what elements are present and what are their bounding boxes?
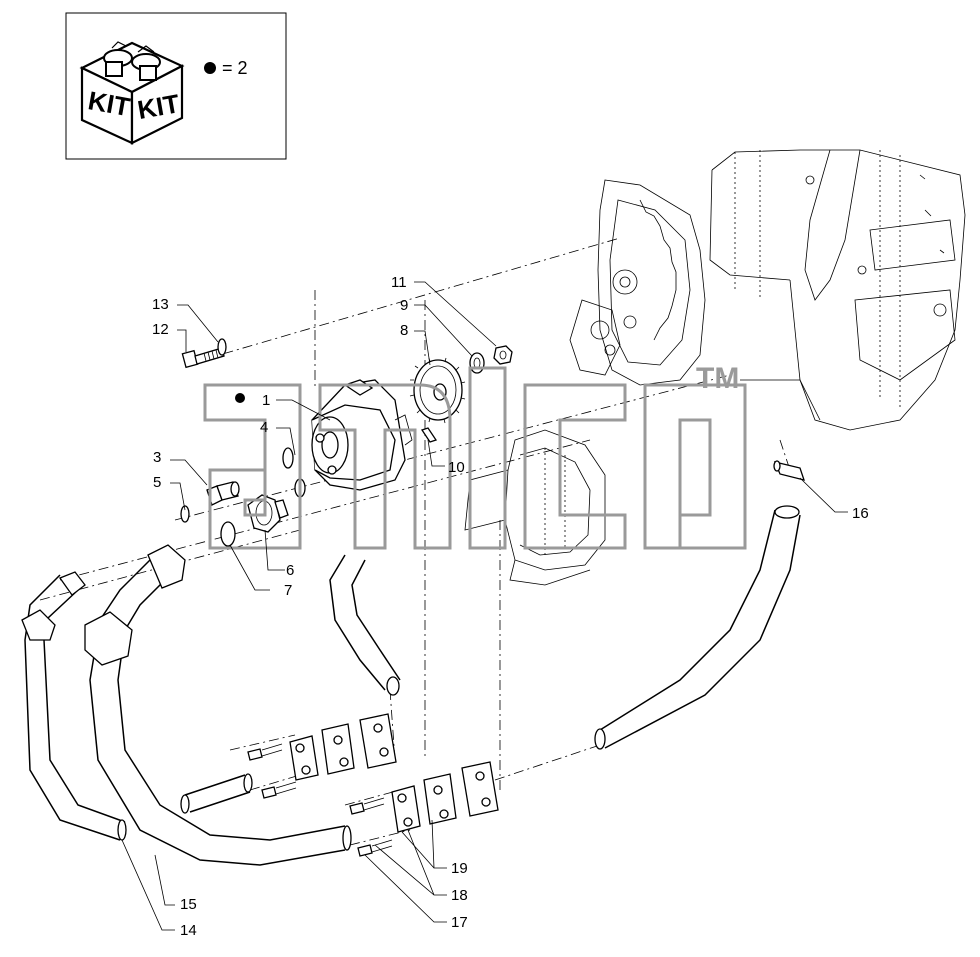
clamp-set-upper bbox=[247, 713, 397, 799]
callout-14: 14 bbox=[180, 922, 197, 939]
kit-label-left: KIT bbox=[86, 85, 133, 122]
callout-13: 13 bbox=[152, 296, 169, 313]
callout-15: 15 bbox=[180, 896, 197, 913]
hydraulic-pump-1 bbox=[311, 379, 413, 491]
watermark-trademark: TM bbox=[696, 362, 739, 395]
kit-legend-box: KIT KIT = 2 bbox=[65, 12, 287, 160]
callout-3: 3 bbox=[153, 449, 161, 466]
callout-12: 12 bbox=[152, 321, 169, 338]
callout-18: 18 bbox=[451, 887, 468, 904]
nut-11 bbox=[493, 345, 513, 365]
hose-15 bbox=[84, 544, 352, 866]
callout-8: 8 bbox=[400, 322, 408, 339]
callout-17: 17 bbox=[451, 914, 468, 931]
kit-quantity: = 2 bbox=[222, 58, 248, 78]
connector-16 bbox=[773, 460, 805, 481]
kit-label-right: KIT bbox=[135, 88, 182, 125]
fitting-3 bbox=[206, 481, 240, 506]
callout-11: 11 bbox=[391, 274, 407, 291]
leader-lines bbox=[121, 281, 848, 931]
tube-segment bbox=[180, 773, 253, 814]
o-ring-4 bbox=[282, 447, 306, 498]
o-ring-7 bbox=[220, 521, 236, 547]
callout-4: 4 bbox=[260, 419, 268, 436]
return-hose bbox=[594, 505, 801, 750]
watermark-logo: TM bbox=[203, 362, 747, 550]
callout-5: 5 bbox=[153, 474, 161, 491]
callout-7: 7 bbox=[284, 582, 292, 599]
engine-block-drawing bbox=[569, 149, 966, 431]
o-ring-5 bbox=[180, 505, 190, 523]
kit-member-bullet-icon bbox=[235, 393, 245, 403]
hose-14 bbox=[21, 571, 127, 841]
callout-1: 1 bbox=[262, 392, 270, 409]
callout-labels: 1 3 4 5 6 7 8 9 10 11 12 13 14 15 16 17 … bbox=[152, 274, 869, 939]
callout-16: 16 bbox=[852, 505, 869, 522]
key-10 bbox=[420, 427, 438, 443]
callout-9: 9 bbox=[400, 297, 408, 314]
clamp-set-lower bbox=[349, 761, 499, 857]
callout-19: 19 bbox=[451, 860, 468, 877]
callout-6: 6 bbox=[286, 562, 294, 579]
suction-hose bbox=[329, 554, 401, 696]
washer-13 bbox=[217, 338, 227, 356]
callout-10: 10 bbox=[448, 459, 465, 476]
kit-cube-icon: KIT KIT bbox=[79, 41, 185, 145]
bolt-12 bbox=[181, 347, 225, 369]
mounting-housing bbox=[464, 429, 606, 586]
kit-bullet-icon bbox=[204, 62, 216, 74]
washer-9 bbox=[469, 352, 485, 374]
